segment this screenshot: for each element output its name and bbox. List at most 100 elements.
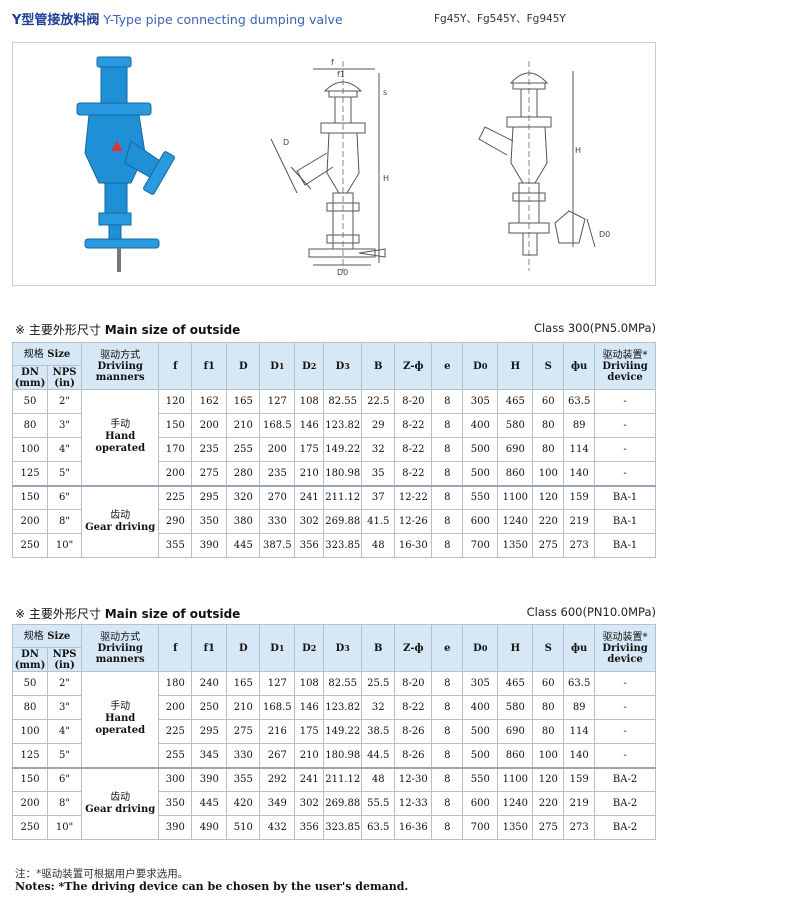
table-cell: 8-26 [394,719,433,744]
table-cell: 500 [462,437,499,462]
table-cell: 149.22 [323,437,363,462]
table-cell: 320 [226,484,261,510]
table-cell: 387.5 [259,533,296,558]
col-e: e [431,342,464,390]
table-cell: 356 [294,533,325,558]
table-cell: 8-22 [394,461,433,486]
table-cell: - [594,743,656,768]
note-en: Notes: *The driving device can be chosen… [15,880,409,893]
table-cell: 250 [11,533,49,558]
table-cell: 211.12 [323,766,363,792]
table-cell: 225 [158,719,193,744]
table-cell: 2" [47,671,83,696]
table-cell: 280 [226,461,261,486]
col-f: f [158,624,193,672]
table-cell: 80 [532,719,565,744]
table-cell: 292 [259,766,296,792]
table-cell: 8 [431,389,464,414]
table-cell: 80 [11,695,49,720]
table-cell: 4" [47,719,83,744]
table-cell: 16-30 [394,533,433,558]
table-cell: 250 [11,815,49,840]
table-cell: 350 [158,791,193,816]
label-h-side: H [575,146,581,155]
table-cell: 330 [226,743,261,768]
col-s: S [532,342,565,390]
table-cell: 580 [497,695,534,720]
table-cell: 220 [532,791,565,816]
table-cell: 123.82 [323,413,363,438]
model-numbers: Fg45Y、Fg545Y、Fg945Y [434,13,566,25]
section-title-en: Main size of outside [104,607,241,621]
col-f1: f1 [191,342,228,390]
table-cell: 32 [361,437,396,462]
table-cell: 100 [11,437,49,462]
label-d0-side: D0 [599,230,610,239]
col-nps: NPS(in) [47,365,83,390]
col-b: B [361,342,396,390]
table-cell: 8 [431,671,464,696]
table-cell: 550 [462,484,499,510]
table-cell: 8-22 [394,437,433,462]
label-d: D [283,138,289,147]
col-b: B [361,624,396,672]
table-cell: 140 [563,743,596,768]
ref-mark: ※ [15,607,26,621]
table-cell: - [594,695,656,720]
label-f1: f1 [337,70,345,79]
table-cell: 210 [294,461,325,486]
figure-panel: f f1 s D H D0 H D0 [12,42,656,286]
table-cell: 5" [47,743,83,768]
table-cell: 29 [361,413,396,438]
table-cell: 860 [497,743,534,768]
table-cell: 8-26 [394,743,433,768]
table-cell: 275 [532,815,565,840]
table-cell: 200 [158,461,193,486]
table-cell: 8 [431,695,464,720]
drawing-labels: f f1 s D H D0 H D0 [283,58,610,277]
table-cell: 82.55 [323,671,363,696]
table-cell: 168.5 [259,695,296,720]
table-cell: 10" [47,533,83,558]
table-cell: 32 [361,695,396,720]
table-cell: 295 [191,484,228,510]
table-cell: 12-22 [394,484,433,510]
col-nps: NPS(in) [47,647,83,672]
section-title-cn: 主要外形尺寸 [28,323,101,337]
table-cell: 432 [259,815,296,840]
table-cell: 267 [259,743,296,768]
table-cell: 120 [532,766,565,792]
table-cell: 390 [158,815,193,840]
table-cell: 323.85 [323,533,363,558]
table-cell: 225 [158,484,193,510]
size-header: 规格 Size [11,342,83,366]
table-cell: 108 [294,389,325,414]
table-cell: 275 [532,533,565,558]
table-cell: 219 [563,509,596,534]
table-cell: 8-22 [394,413,433,438]
table-cell: 490 [191,815,228,840]
device-header: 驱动装置*Driviing device [594,624,656,672]
table-cell: 305 [462,671,499,696]
label-h: H [383,174,389,183]
col-d: D [226,624,261,672]
table-cell: 8 [431,815,464,840]
table-cell: 273 [563,533,596,558]
table-cell: 200 [11,791,49,816]
table-cell: 200 [259,437,296,462]
table-cell: 35 [361,461,396,486]
table-cell: 380 [226,509,261,534]
table-cell: 275 [226,719,261,744]
col-d3: D3 [323,624,363,672]
col-d1: D1 [259,342,296,390]
table-cell: 180.98 [323,461,363,486]
table-cell: 302 [294,509,325,534]
